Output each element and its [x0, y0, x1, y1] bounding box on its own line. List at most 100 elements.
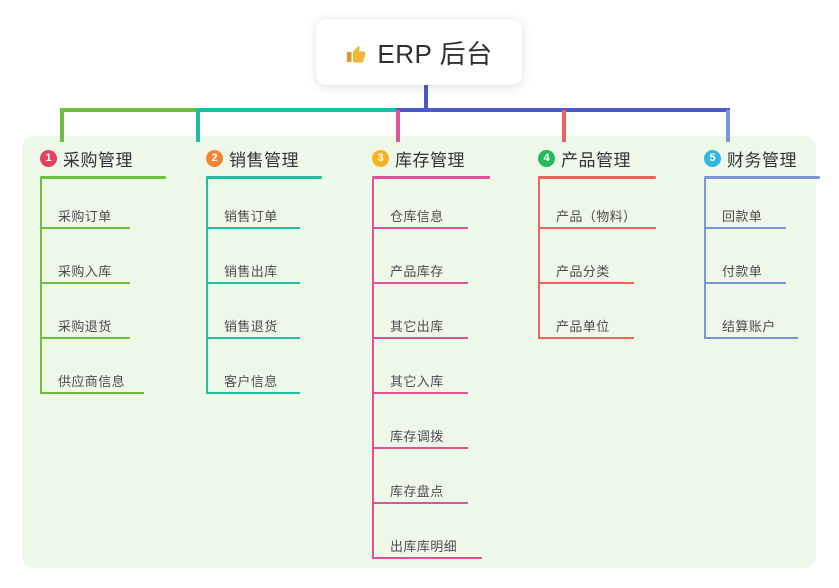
column-title-2: 销售管理	[229, 150, 299, 170]
list-item[interactable]: 库存盘点	[354, 454, 520, 509]
list-item[interactable]: 销售退货	[188, 289, 354, 344]
list-item-rule	[372, 392, 468, 394]
list-item-label: 结算账户	[722, 319, 776, 334]
column-title-5: 财务管理	[727, 150, 797, 170]
list-item[interactable]: 采购入库	[22, 234, 188, 289]
column-header-rule-1	[40, 176, 166, 179]
list-item[interactable]: 供应商信息	[22, 344, 188, 399]
list-item[interactable]: 仓库信息	[354, 179, 520, 234]
drop-connector-5	[726, 110, 730, 142]
list-item-label: 库存调拨	[390, 429, 444, 444]
list-item-label: 其它出库	[390, 319, 444, 334]
list-item[interactable]: 产品分类	[520, 234, 686, 289]
list-item-rule	[372, 502, 468, 504]
column-spine-4	[538, 179, 540, 339]
list-item[interactable]: 采购退货	[22, 289, 188, 344]
list-item-label: 采购退货	[58, 319, 112, 334]
column-title-1: 采购管理	[63, 150, 133, 170]
list-item[interactable]: 付款单	[686, 234, 826, 289]
list-item-rule	[40, 282, 130, 284]
column-items-1: 采购订单采购入库采购退货供应商信息	[22, 179, 188, 399]
list-item-rule	[704, 282, 786, 284]
list-item[interactable]: 产品（物料）	[520, 179, 686, 234]
list-item-rule	[372, 337, 468, 339]
list-item-label: 产品（物料）	[556, 209, 637, 224]
column-header-rule-5	[704, 176, 820, 179]
bus-segment	[60, 108, 200, 112]
thumbs-up-icon	[345, 42, 368, 65]
column-title-3: 库存管理	[395, 150, 465, 170]
list-item[interactable]: 产品库存	[354, 234, 520, 289]
list-item[interactable]: 销售出库	[188, 234, 354, 289]
list-item-label: 销售退货	[224, 319, 278, 334]
list-item-rule	[372, 557, 482, 559]
root-title-card[interactable]: ERP 后台	[316, 19, 522, 85]
list-item-rule	[206, 392, 300, 394]
column-3: 3 库存管理仓库信息产品库存其它出库其它入库库存调拨库存盘点出库库明细	[354, 146, 520, 564]
list-item[interactable]: 出库库明细	[354, 509, 520, 564]
drop-connector-1	[60, 110, 64, 142]
column-header-rule-4	[538, 176, 656, 179]
column-header-2[interactable]: 2 销售管理	[188, 146, 354, 170]
column-header-3[interactable]: 3 库存管理	[354, 146, 520, 170]
list-item[interactable]: 产品单位	[520, 289, 686, 344]
list-item-rule	[538, 337, 634, 339]
column-badge-2: 2	[206, 149, 223, 167]
list-item-label: 产品库存	[390, 264, 444, 279]
column-items-3: 仓库信息产品库存其它出库其它入库库存调拨库存盘点出库库明细	[354, 179, 520, 564]
list-item[interactable]: 其它出库	[354, 289, 520, 344]
list-item[interactable]: 库存调拨	[354, 399, 520, 454]
list-item[interactable]: 客户信息	[188, 344, 354, 399]
list-item-label: 付款单	[722, 264, 763, 279]
list-item[interactable]: 结算账户	[686, 289, 826, 344]
list-item[interactable]: 其它入库	[354, 344, 520, 399]
list-item[interactable]: 采购订单	[22, 179, 188, 234]
list-item-rule	[206, 227, 300, 229]
list-item-label: 采购订单	[58, 209, 112, 224]
list-item-rule	[206, 337, 300, 339]
column-badge-1: 1	[40, 149, 57, 167]
list-item-label: 客户信息	[224, 374, 278, 389]
column-spine-3	[372, 179, 374, 559]
bus-segment	[196, 108, 400, 112]
list-item-rule	[538, 282, 634, 284]
column-header-rule-3	[372, 176, 490, 179]
drop-connector-2	[196, 110, 200, 142]
diagram-panel	[22, 136, 816, 568]
list-item-label: 出库库明细	[390, 539, 458, 554]
column-items-2: 销售订单销售出库销售退货客户信息	[188, 179, 354, 399]
list-item-rule	[372, 282, 468, 284]
list-item[interactable]: 回款单	[686, 179, 826, 234]
page-title: ERP 后台	[377, 38, 493, 69]
list-item-label: 其它入库	[390, 374, 444, 389]
list-item-rule	[372, 447, 468, 449]
bus-segment	[562, 108, 730, 112]
drop-connector-3	[396, 110, 400, 142]
list-item[interactable]: 销售订单	[188, 179, 354, 234]
column-badge-3: 3	[372, 149, 389, 167]
drop-connector-4	[562, 110, 566, 142]
column-header-1[interactable]: 1 采购管理	[22, 146, 188, 170]
list-item-rule	[40, 392, 144, 394]
trunk-vertical-connector	[424, 84, 428, 112]
list-item-label: 销售出库	[224, 264, 278, 279]
column-2: 2 销售管理销售订单销售出库销售退货客户信息	[188, 146, 354, 399]
list-item-label: 产品单位	[556, 319, 610, 334]
list-item-label: 库存盘点	[390, 484, 444, 499]
column-spine-1	[40, 179, 42, 394]
list-item-rule	[704, 227, 786, 229]
column-spine-5	[704, 179, 706, 339]
list-item-label: 供应商信息	[58, 374, 126, 389]
list-item-label: 回款单	[722, 209, 763, 224]
column-1: 1 采购管理采购订单采购入库采购退货供应商信息	[22, 146, 188, 399]
list-item-rule	[40, 337, 130, 339]
list-item-rule	[372, 227, 468, 229]
list-item-label: 采购入库	[58, 264, 112, 279]
list-item-rule	[206, 282, 300, 284]
list-item-rule	[704, 337, 798, 339]
